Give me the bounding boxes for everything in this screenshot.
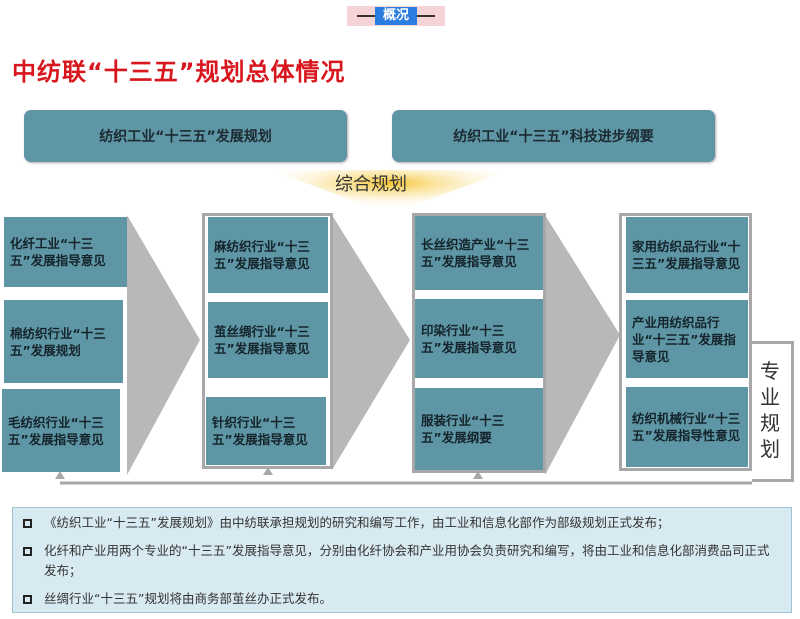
column-frame [619,213,752,471]
plan-box-development: 纺织工业“十三五”发展规划 [24,110,347,162]
chevron-arrow [332,215,410,470]
column-frame [202,213,333,469]
note-text: 《纺织工业“十三五”发展规划》由中纺联承担规划的研究和编写工作，由工业和信息化部… [44,515,670,530]
up-arrow-icon [263,467,273,475]
note-item: 丝绸行业“十三五”规划将由商务部茧丝办正式发布。 [23,589,781,609]
comprehensive-label: 综合规划 [335,174,407,195]
plan-box: 毛纺织行业“十三五”发展指导意见 [2,389,120,472]
section-banner: 概况 [347,6,445,26]
note-text: 丝绸行业“十三五”规划将由商务部茧丝办正式发布。 [44,591,332,606]
plan-box: 茧丝绸行业“十三五”发展指导意见 [208,302,328,378]
plan-box: 针织行业“十三五”发展指导意见 [206,397,326,465]
note-text: 化纤和产业用两个专业的“十三五”发展指导意见，分别由化纤协会和产业用协会负责研究… [44,543,770,578]
up-arrow-icon [55,471,65,479]
square-bullet-icon [23,547,32,556]
converge-glow [270,170,510,214]
specialized-frame: 专业规划 [752,341,794,482]
plan-box: 棉纺织行业“十三五”发展规划 [4,300,123,383]
plan-box: 印染行业“十三五”发展指导意见 [415,299,543,378]
plan-box: 化纤工业“十三五”发展指导意见 [4,217,127,287]
plan-box: 服装行业“十三五”发展纲要 [415,388,543,470]
plan-box: 麻纺织行业“十三五”发展指导意见 [208,217,328,293]
chevron-arrow [545,215,620,475]
note-item: 化纤和产业用两个专业的“十三五”发展指导意见，分别由化纤协会和产业用协会负责研究… [23,541,781,581]
plan-box: 纺织机械行业“十三五”发展指导性意见 [626,387,748,467]
up-arrow-icon [473,471,483,479]
column-frame [412,213,546,473]
notes-panel: 《纺织工业“十三五”发展规划》由中纺联承担规划的研究和编写工作，由工业和信息化部… [12,507,792,613]
plan-box: 长丝织造产业“十三五”发展指导意见 [415,216,543,290]
specialized-label: 专业规划 [760,359,780,461]
banner-line [356,15,375,17]
plan-box: 产业用纺织品行业“十三五”发展指导意见 [626,300,748,378]
plan-box-technology: 纺织工业“十三五”科技进步纲要 [392,110,715,162]
chevron-arrow [127,215,200,475]
flow-chevrons [55,215,752,485]
square-bullet-icon [23,595,32,604]
note-item: 《纺织工业“十三五”发展规划》由中纺联承担规划的研究和编写工作，由工业和信息化部… [23,513,781,533]
banner-label: 概况 [374,7,417,25]
page-title: 中纺联“十三五”规划总体情况 [12,58,346,86]
square-bullet-icon [23,519,32,528]
banner-line [417,15,435,17]
plan-box: 家用纺织品行业“十三五”发展指导意见 [626,217,748,293]
